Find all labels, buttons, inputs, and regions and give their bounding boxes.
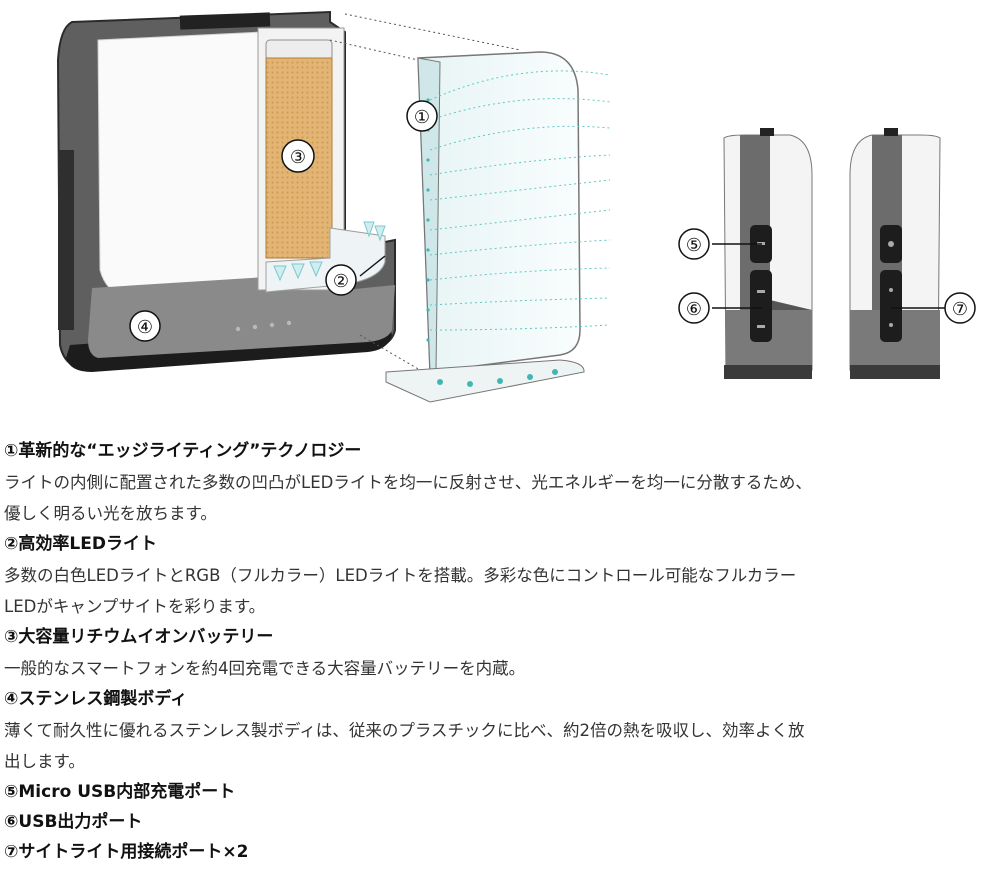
callout-7-label: ⑦ [952,299,968,320]
lantern-body [56,10,396,372]
connector-lines [329,13,521,371]
feature-1-desc-line-1: ライトの内側に配置された多数の凹凸がLEDライトを均一に反射させ、光エネルギーを… [4,473,812,492]
callout-1-circle [406,100,438,132]
feature-2-title: ②高効率LEDライト [4,534,157,554]
callout-2-label: ② [333,271,349,292]
callout-6-label: ⑥ [686,299,702,320]
side-view-left [723,128,813,379]
callout-3-label: ③ [290,147,306,168]
feature-3-desc-line-1: 一般的なスマートフォンを約4回充電できる大容量バッテリーを内蔵。 [4,659,526,678]
callout-7-circle [944,292,976,324]
callout-5-circle [678,228,710,260]
feature-4-desc-line-2: 出します。 [4,752,85,771]
feature-1-title: ①革新的な“エッジライティング”テクノロジー [4,441,362,461]
feature-4-desc-line-1: 薄くて耐久性に優れるステンレス製ボディは、従来のプラスチックに比べ、約2倍の熱を… [4,721,805,740]
product-diagram: ① ② ③ ④ ⑤ ⑥ ⑦ [56,10,976,403]
side-view-right [849,128,941,379]
feature-2-desc-line-2: LEDがキャンプサイトを彩ります。 [4,597,266,616]
feature-6-title: ⑥USB出力ポート [4,812,143,832]
callout-2-circle [325,264,357,296]
feature-1-desc-line-2: 優しく明るい光を放ちます。 [4,504,217,523]
callout-4-label: ④ [137,317,153,338]
callout-3-circle [281,139,315,173]
feature-4-title: ④ステンレス鋼製ボディ [4,689,188,709]
feature-list: ①革新的な“エッジライティング”テクノロジー ライトの内側に配置された多数の凹凸… [4,436,998,867]
light-panel [385,51,611,403]
callout-6-circle [678,292,710,324]
feature-7-title: ⑦サイトライト用接続ポート×2 [4,842,249,862]
callout-4-circle [129,310,161,342]
feature-2-desc-line-1: 多数の白色LEDライトとRGB（フルカラー）LEDライトを搭載。多彩な色にコント… [4,566,797,585]
callout-leaders [359,243,945,309]
callout-1-label: ① [414,107,430,128]
feature-3-title: ③大容量リチウムイオンバッテリー [4,627,274,647]
feature-5-title: ⑤Micro USB内部充電ポート [4,782,236,802]
callout-5-label: ⑤ [686,235,702,256]
